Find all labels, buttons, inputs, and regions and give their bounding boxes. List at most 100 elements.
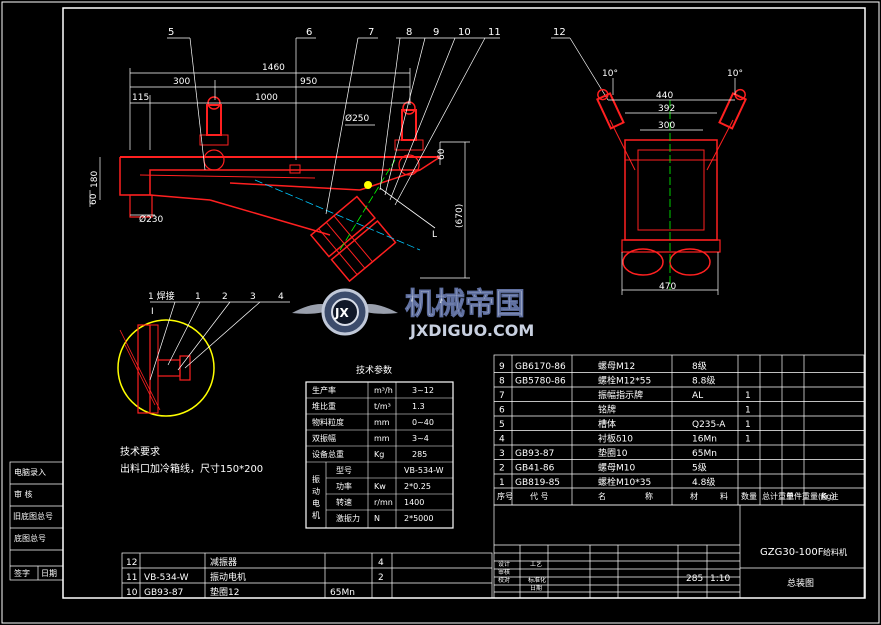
dim-392: 392	[658, 104, 675, 114]
stamp-old-base: 旧底图总号	[13, 511, 53, 521]
bom-no: 5	[499, 420, 505, 430]
stamp-date: 日期	[41, 569, 57, 578]
bom-no: 9	[499, 362, 505, 372]
bom-header-cell: 料	[720, 491, 728, 501]
motor-param-unit: Kw	[374, 482, 386, 491]
bom-lower	[121, 552, 493, 599]
bom-name: 螺母M10	[598, 463, 635, 474]
lead-label: L	[432, 230, 437, 240]
bom-header-cell: 数量	[741, 491, 757, 501]
bom-material: 65Mn	[692, 449, 717, 459]
bom-qty: 1	[745, 406, 751, 416]
left-stamp	[9, 461, 64, 581]
tb-label-design: 设计	[498, 560, 510, 568]
bom-no: 8	[499, 377, 505, 387]
bom-lower-code: GB93-87	[144, 588, 183, 598]
param-name: 生产率	[312, 385, 336, 395]
bom-lower-qty: 4	[378, 558, 384, 568]
bom-no: 4	[499, 435, 505, 445]
bom-code: GB6170-86	[515, 362, 566, 372]
param-unit: mm	[374, 418, 390, 427]
dim-440: 440	[656, 91, 673, 101]
bom-name: 槽体	[598, 418, 616, 430]
angle-left: 10°	[602, 69, 618, 79]
weld-label: 1 焊接	[148, 290, 175, 302]
balloon-12: 12	[553, 27, 566, 38]
param-value: 3~12	[412, 386, 434, 395]
dim-180: 180	[90, 171, 100, 188]
param-value: 0~40	[412, 418, 434, 427]
bom-lower-qty: 2	[378, 573, 384, 583]
bom-name: 铭牌	[598, 404, 616, 416]
motor-label-3: 电	[312, 498, 320, 508]
bom-name: 螺栓M10*35	[598, 476, 651, 488]
logo-mark: JX	[334, 306, 349, 320]
detail-view: 1 焊接 I 1 2 3 4	[117, 290, 290, 417]
motor-label-4: 机	[312, 510, 320, 520]
bom-header-cell: 材	[690, 491, 698, 501]
tb-label-process: 工艺	[530, 560, 542, 568]
bom-material: 16Mn	[692, 435, 717, 445]
bom-header-cell: 代 号	[530, 491, 549, 501]
bom-material: 8.8级	[692, 375, 715, 387]
balloon-5: 5	[168, 27, 174, 38]
logo-cn: 机械帝国	[405, 287, 525, 322]
balloon-7: 7	[368, 27, 374, 38]
bom-name: 螺母M12	[598, 361, 635, 372]
bom-lower-no: 11	[126, 573, 137, 583]
title-block	[493, 504, 865, 599]
bom-qty: 1	[745, 435, 751, 445]
motor-param-unit: r/mn	[374, 498, 393, 507]
bom-qty: 1	[745, 391, 751, 401]
stamp-sign: 签字	[14, 568, 30, 578]
tb-scale: 1:10	[710, 574, 730, 584]
tb-label-review: 审核	[498, 568, 510, 576]
bom-header-cell: 序号	[497, 491, 513, 501]
dim-230: Ø230	[139, 214, 164, 225]
param-unit: m³/h	[374, 386, 393, 395]
motor-label-1: 振	[312, 474, 320, 484]
bom-name: 衬板δ10	[598, 433, 633, 445]
param-value: 285	[412, 450, 427, 459]
bom-header-cell: 称	[645, 491, 653, 501]
logo-en: JXDIGUO.COM	[409, 321, 534, 340]
dim-1000: 1000	[255, 93, 278, 103]
motor-param-name: 型号	[336, 466, 352, 475]
bom-header-cell: 名	[598, 491, 606, 501]
bom-header-cell: 总计重量	[762, 491, 794, 501]
detail-balloon-1: 1	[195, 292, 201, 302]
motor-param-name: 转速	[336, 497, 352, 507]
stamp-entry: 电脑录入	[14, 467, 46, 477]
balloon-8: 8	[406, 27, 412, 38]
end-view: 10° 10° 440 392 300 470	[595, 69, 748, 295]
bom-material: 8级	[692, 360, 707, 372]
bom-code: GB819-85	[515, 478, 560, 488]
bom-header-cell: 备 注	[820, 491, 839, 501]
tb-subtitle: 总装图	[787, 577, 814, 589]
bom-no: 3	[499, 449, 505, 459]
bom-material: 5级	[692, 462, 707, 474]
bom-lower-name: 减振器	[210, 556, 237, 568]
tech-req-title: 技术要求	[120, 445, 160, 458]
detail-balloon-2: 2	[222, 292, 228, 302]
bom-name: 螺栓M12*55	[598, 375, 651, 387]
balloon-11: 11	[488, 27, 501, 38]
motor-param-value: 2*5000	[404, 514, 433, 523]
bom-no: 1	[499, 478, 505, 488]
side-view: 1460 950 300 115 1000 Ø250 Ø230 L 60 180…	[89, 27, 609, 283]
bom-name: 垫圈10	[598, 447, 628, 459]
dim-670: (670)	[455, 204, 465, 228]
dim-1460: 1460	[262, 63, 285, 73]
bom-code: GB93-87	[515, 449, 554, 459]
detail-balloon-3: 3	[250, 292, 256, 302]
param-name: 物料粒度	[312, 417, 344, 427]
tb-label-std: 标准化	[528, 576, 546, 584]
dim-115: 115	[132, 93, 149, 103]
bom-lower-name: 垫圈12	[210, 586, 239, 598]
bom-no: 6	[499, 406, 505, 416]
bom-name: 振幅指示牌	[598, 389, 643, 401]
bom-code: GB5780-86	[515, 377, 566, 387]
